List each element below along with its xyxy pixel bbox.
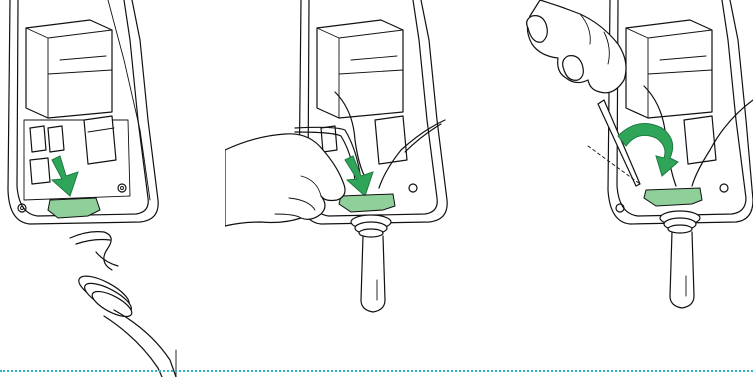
step-1-illustration (0, 0, 200, 377)
screwdriver (598, 100, 640, 186)
step-1-drawing (0, 0, 200, 377)
step-3-illustration (520, 0, 753, 377)
rotate-arrow-icon (618, 124, 678, 177)
down-arrow-icon (52, 156, 78, 196)
cable (114, 310, 176, 377)
step-2-illustration (225, 0, 460, 377)
relay-module (317, 20, 403, 118)
gland-part (339, 194, 395, 212)
dotted-divider (0, 370, 753, 372)
relay-module (26, 20, 112, 118)
gland-part (644, 188, 702, 206)
step-2-drawing (225, 0, 460, 377)
step-3-drawing (520, 0, 753, 377)
relay-module (626, 20, 712, 118)
cable (670, 232, 694, 308)
cable (361, 236, 385, 312)
